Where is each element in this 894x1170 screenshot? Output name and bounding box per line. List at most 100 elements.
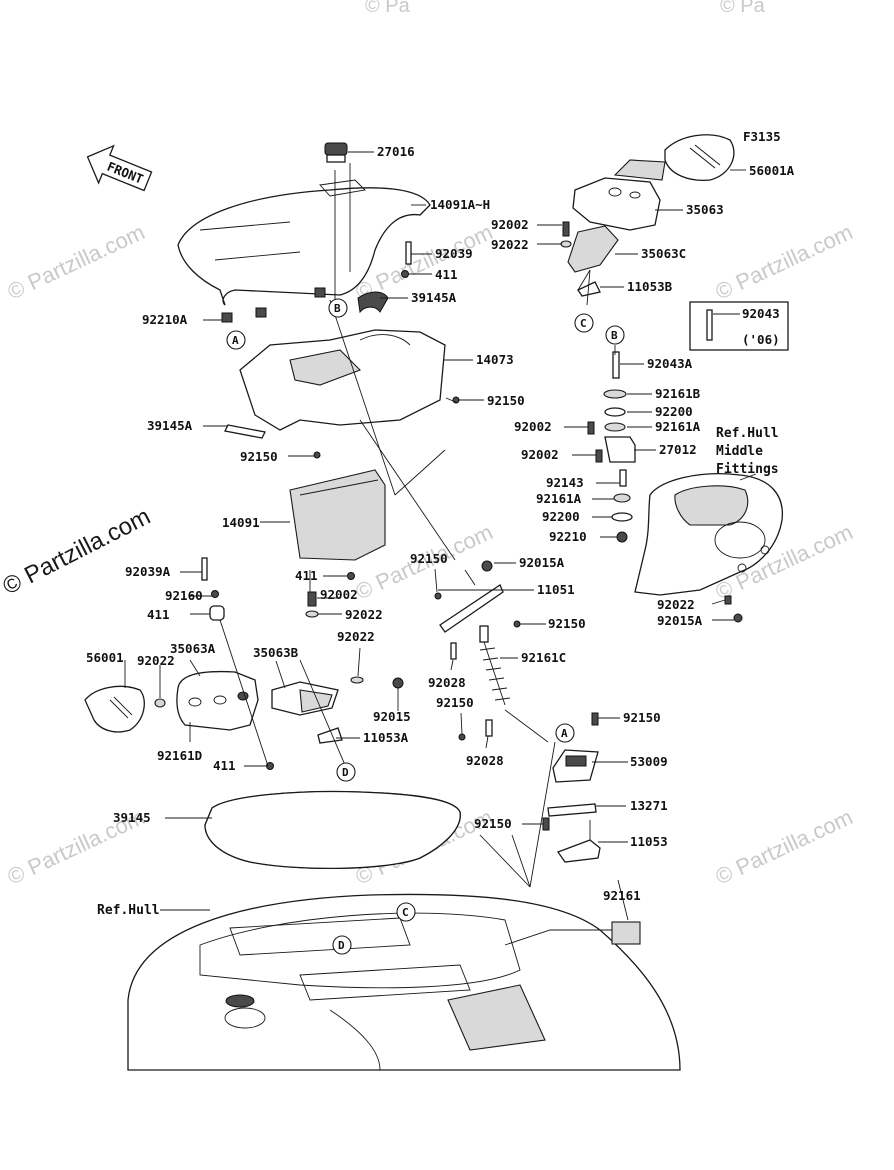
ref-hull-label: Ref.Hull — [97, 903, 160, 918]
svg-text:C: C — [402, 906, 409, 919]
part-label: 92150 — [487, 393, 525, 408]
part-label: 92039A — [125, 564, 171, 579]
circle-ref-B-right: B — [605, 325, 625, 345]
seat-14091A — [177, 179, 431, 306]
part-label: 92028 — [428, 675, 466, 690]
latch-stack — [587, 351, 636, 543]
part-label: 92161D — [157, 748, 202, 763]
part-label: 11053A — [363, 730, 409, 745]
part-label: 14091A~H — [430, 197, 490, 212]
part-label: 92150 — [474, 816, 512, 831]
part-label: 92022 — [337, 629, 375, 644]
watermark-text: © Partzilla.com — [0, 503, 155, 600]
part-label: 92015A — [657, 613, 703, 628]
part-label: 92022 — [345, 607, 383, 622]
part-label: 92022 — [657, 597, 695, 612]
bin-35063 — [572, 177, 661, 231]
spring-92161C — [479, 625, 511, 706]
circle-ref-A-top: A — [226, 330, 246, 350]
part-label: 14073 — [476, 352, 514, 367]
svg-text:A: A — [232, 334, 239, 347]
part-label: 92022 — [137, 653, 175, 668]
leader-lines — [124, 151, 757, 946]
part-label: 92043A — [647, 356, 693, 371]
part-label: 92143 — [546, 475, 584, 490]
circle-ref-D-mid: D — [336, 762, 356, 782]
part-label: 92210 — [549, 529, 587, 544]
svg-text:C: C — [580, 317, 587, 330]
cap-27016 — [324, 142, 348, 163]
part-label: 92002 — [320, 587, 358, 602]
part-label: 92150 — [410, 551, 448, 566]
part-label: 35063 — [686, 202, 724, 217]
pad-39145A-upper — [357, 291, 389, 314]
part-label: 35063A — [170, 641, 216, 656]
circle-ref-C-top: C — [574, 313, 594, 333]
hull — [127, 893, 681, 1071]
figure-code: F3135 — [743, 129, 781, 144]
part-label: 92161A — [655, 419, 701, 434]
seat-base-14073 — [239, 329, 446, 431]
part-label: 92160 — [165, 588, 203, 603]
circle-ref-A-right: A — [555, 723, 575, 743]
ref-hull-middle-label: Ref.Hull — [716, 426, 779, 441]
latch-53009 — [552, 749, 599, 783]
bracket-11053 — [556, 839, 601, 863]
watermark-text: © Pa — [365, 0, 411, 17]
part-label: 35063B — [253, 645, 299, 660]
part-label: 92022 — [491, 237, 529, 252]
part-label: 92150 — [240, 449, 278, 464]
part-label: 92039 — [435, 246, 473, 261]
part-label: 14091 — [222, 515, 260, 530]
part-label: 56001 — [86, 650, 124, 665]
part-label: 92002 — [491, 217, 529, 232]
part-label: 92210A — [142, 312, 188, 327]
part-label: 39145A — [411, 290, 457, 305]
part-label: 11051 — [537, 582, 575, 597]
svg-text:B: B — [334, 302, 341, 315]
part-label: 39145A — [147, 418, 193, 433]
part-label: 92150 — [436, 695, 474, 710]
bracket-35063B — [271, 681, 339, 716]
front-arrow: FRONT — [86, 144, 153, 192]
part-labels: 27016 14091A~H 92039 411 39145A 92210A 1… — [86, 144, 795, 918]
gasket-39145 — [204, 790, 461, 870]
circle-ref-C-hull: C — [396, 902, 416, 922]
label-92161 — [611, 921, 641, 945]
bin-35063A — [176, 670, 259, 731]
bracket-35063C — [567, 225, 619, 273]
plate-13271 — [547, 803, 597, 817]
part-label: 411 — [147, 607, 170, 622]
part-label: 53009 — [630, 754, 668, 769]
bracket-11053B — [577, 281, 601, 297]
part-label: 92002 — [514, 419, 552, 434]
hull-middle-fitting — [634, 473, 783, 596]
watermark-text: © Pa — [720, 0, 766, 17]
part-label: 92028 — [466, 753, 504, 768]
fastener-group — [154, 241, 460, 770]
part-label: 411 — [295, 568, 318, 583]
watermark-text: © Partzilla.com — [712, 804, 857, 889]
part-label: 56001A — [749, 163, 795, 178]
watermark-text: © Partzilla.com — [4, 219, 149, 304]
svg-text:B: B — [611, 329, 618, 342]
bracket-11051 — [439, 584, 504, 633]
part-label: 92002 — [521, 447, 559, 462]
part-label: 92015 — [373, 709, 411, 724]
svg-text:D: D — [342, 766, 349, 779]
part-label: 39145 — [113, 810, 151, 825]
cover-56001A — [613, 134, 735, 181]
watermark-text: © Partzilla.com — [712, 219, 857, 304]
part-label: 92150 — [623, 710, 661, 725]
part-label: 92150 — [548, 616, 586, 631]
part-label: 27012 — [659, 442, 697, 457]
cover-56001 — [84, 685, 145, 733]
part-label: 35063C — [641, 246, 686, 261]
part-label: 411 — [435, 267, 458, 282]
part-label: 27016 — [377, 144, 415, 159]
inset-box-92043: ('06) — [689, 301, 789, 351]
part-label: 11053B — [627, 279, 673, 294]
svg-text:A: A — [561, 727, 568, 740]
ref-hull-middle-label: Middle — [716, 444, 763, 459]
